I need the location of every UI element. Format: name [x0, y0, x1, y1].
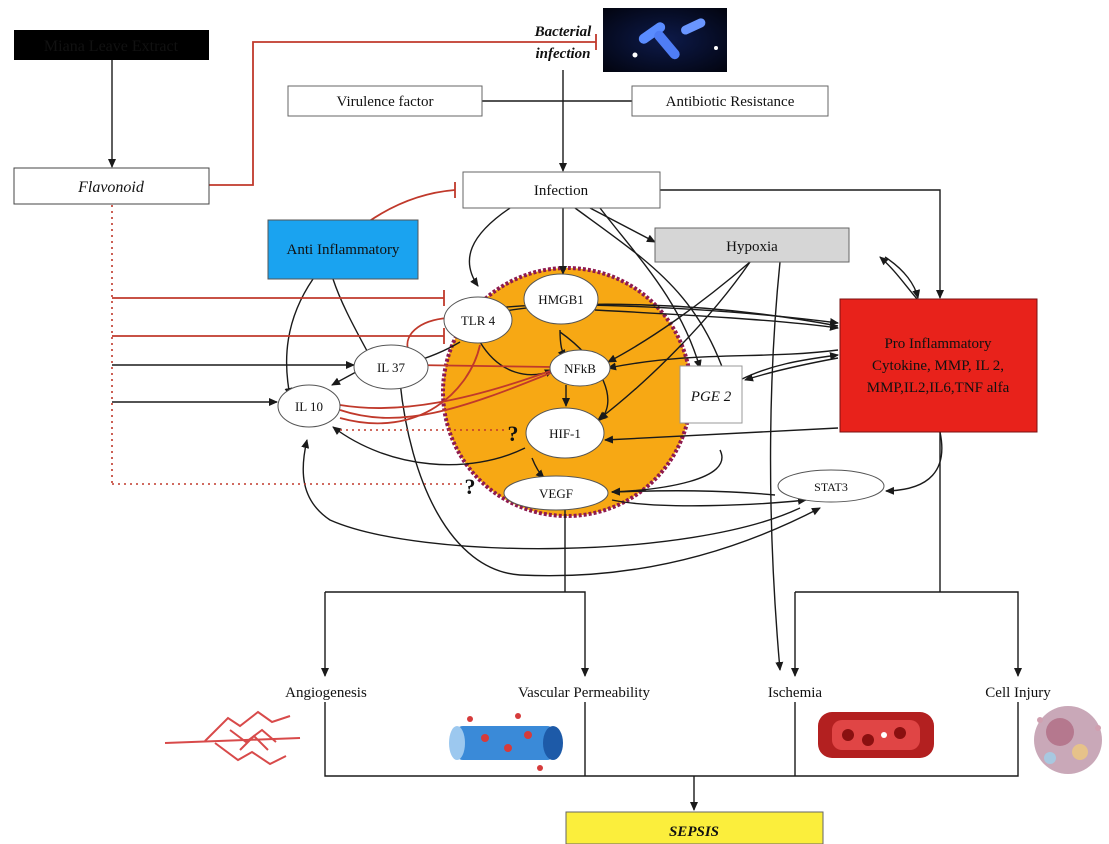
vegf-node [503, 475, 609, 511]
miana-box [14, 30, 209, 60]
miana-label: Miana Leave Extract [44, 38, 179, 55]
pro-inflammatory-label-2: Cytokine, MMP, IL 2, [872, 358, 1004, 374]
infection-label: Infection [534, 183, 589, 199]
bacteria-image [603, 8, 727, 72]
virulence-label: Virulence factor [337, 94, 434, 110]
anti-inflammatory-box [267, 219, 419, 280]
ischemia-image [818, 712, 934, 758]
sepsis-box [565, 811, 824, 844]
vegf-label: VEGF [539, 486, 573, 501]
cell-injury-label: Cell Injury [985, 685, 1051, 701]
stat3-label: STAT3 [814, 480, 848, 494]
flavonoid-dotted-links [111, 205, 505, 485]
hif1-label: HIF-1 [549, 426, 581, 441]
bacterial-label-1: Bacterial [534, 24, 592, 40]
hmgb1-node [523, 273, 599, 325]
pro-inflammatory-label-1: Pro Inflammatory [884, 336, 992, 352]
hypoxia-box [654, 227, 850, 263]
tlr4-node [443, 296, 513, 344]
angiogenesis-label: Angiogenesis [285, 685, 367, 701]
bacterial-label-2: infection [536, 46, 591, 62]
il37-node [353, 344, 429, 390]
nfkb-label: NFkB [564, 361, 596, 376]
nfkb-node [549, 349, 611, 387]
question-mark-2: ? [465, 474, 476, 499]
il37-label: IL 37 [377, 360, 406, 375]
antibiotic-label: Antibiotic Resistance [666, 94, 795, 110]
il10-label: IL 10 [295, 399, 323, 414]
antibiotic-box [631, 85, 829, 117]
hmgb1-label: HMGB1 [538, 292, 584, 307]
stat3-node [777, 469, 885, 503]
ischemia-label: Ischemia [768, 685, 822, 701]
il10-node [277, 384, 341, 428]
flavonoid-box [13, 167, 210, 205]
activation-arrows [108, 60, 1022, 811]
vascular-permeability-label: Vascular Permeability [518, 685, 651, 701]
pro-inflammatory-box [839, 298, 1038, 433]
angiogenesis-image [164, 710, 301, 766]
flavonoid-label: Flavonoid [77, 179, 145, 196]
hypoxia-label: Hypoxia [726, 239, 778, 255]
sepsis-label: SEPSIS [669, 824, 719, 840]
pro-inflammatory-label-3: MMP,IL2,IL6,TNF alfa [867, 380, 1010, 396]
vascular-permeability-image [449, 713, 563, 771]
question-mark-1: ? [508, 421, 519, 446]
tlr4-label: TLR 4 [461, 313, 496, 328]
infection-box [462, 171, 661, 209]
cell-injury-image [1034, 706, 1102, 774]
virulence-box [287, 85, 483, 117]
anti-inflammatory-label: Anti Inflammatory [287, 242, 400, 258]
pge2-box [679, 365, 743, 424]
hif1-node [525, 407, 605, 459]
pge2-label: PGE 2 [690, 389, 732, 405]
